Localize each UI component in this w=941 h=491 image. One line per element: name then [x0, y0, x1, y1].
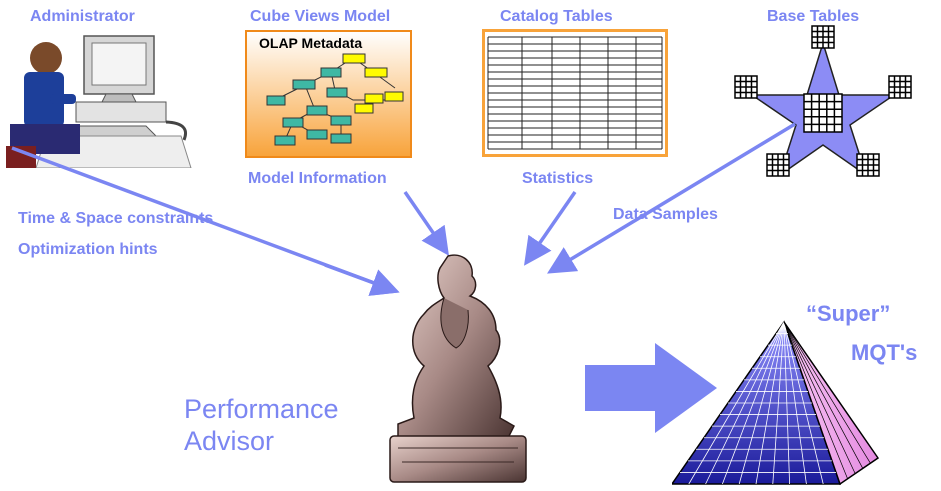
- model-information-label: Model Information: [248, 170, 387, 187]
- base-tables-star: [734, 25, 912, 177]
- time-space-label: Time & Space constraints: [18, 210, 214, 227]
- thinker-statue-illustration: [389, 254, 527, 483]
- statistics-arrow: [524, 191, 577, 266]
- statistics-label: Statistics: [522, 170, 594, 187]
- super-label: “Super”: [806, 301, 891, 326]
- mqts-label: MQT's: [851, 340, 918, 365]
- administrator-computer-illustration: [6, 35, 192, 168]
- hints-arrow: [324, 263, 400, 296]
- data-samples-arrow: [547, 122, 796, 274]
- performance-label: Performance: [184, 394, 339, 424]
- base-tables-label: Base Tables: [767, 8, 860, 25]
- catalog-tables-grid: [482, 29, 668, 157]
- optimization-hints-label: Optimization hints: [18, 241, 158, 258]
- super-mqt-pyramid: [672, 320, 880, 486]
- advisor-label: Advisor: [184, 426, 275, 456]
- administrator-label: Administrator: [30, 8, 135, 25]
- result-block-arrow: [585, 343, 717, 433]
- model-info-arrow: [403, 191, 449, 256]
- olap-metadata-box: [245, 30, 412, 158]
- cube-views-model-label: Cube Views Model: [250, 8, 391, 25]
- catalog-tables-label: Catalog Tables: [500, 8, 613, 25]
- olap-metadata-label: OLAP Metadata: [259, 35, 363, 51]
